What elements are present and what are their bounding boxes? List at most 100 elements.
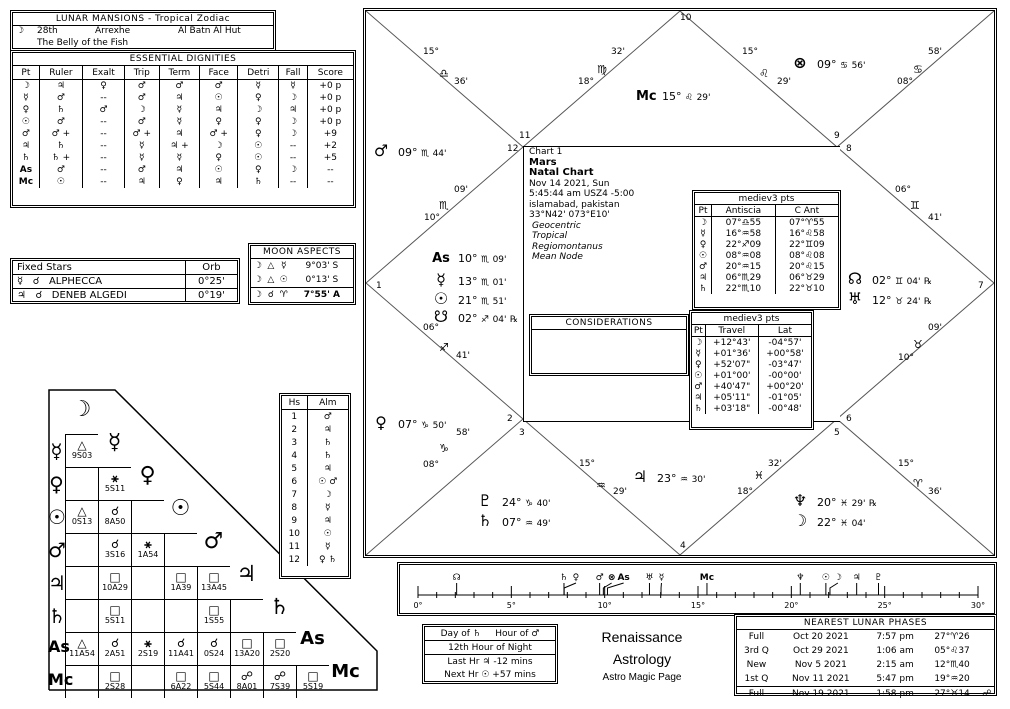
retrograde-icon: ℞	[869, 499, 878, 509]
planet-position-mercury[interactable]: ☿13° ♏ 01'	[432, 270, 506, 289]
planet-position-pluto[interactable]: ♇24° ♑ 40'	[476, 491, 551, 510]
aspect-orb: 2A51	[104, 649, 126, 658]
cusp-sign-icon: ♑	[439, 442, 449, 455]
moon-aspect-orb: 9°03' S	[305, 261, 339, 271]
fixed-star-cell: ♃ ☌ DENEB ALGEDI	[13, 289, 185, 303]
dignities-cell: ♀	[237, 92, 279, 104]
ruler-marker-line	[563, 582, 577, 595]
next-hour-label: Next Hr	[444, 669, 479, 680]
dignities-cell: ☿	[158, 152, 200, 164]
cusp-sign-icon: ♏	[439, 199, 449, 212]
planet-position-venus[interactable]: ♀07° ♑ 50'	[372, 413, 446, 432]
lunar-phase-cell	[980, 672, 994, 687]
planet-position-saturn[interactable]: ♄07° ♒ 49'	[476, 511, 551, 530]
aspect-grid-frame	[48, 389, 378, 691]
ruler-marker-icon: ☽	[834, 573, 842, 583]
house-number: 6	[282, 475, 308, 488]
planet-position-southnode[interactable]: ☋02° ♐ 04' ℞	[432, 307, 518, 326]
mansion-arabic-name: Al Batn Al Hut	[178, 26, 241, 36]
antiscia-cell: 20°♌15	[774, 261, 838, 272]
antiscia-cell: ☿	[700, 228, 706, 239]
house-row: 12♀ ♄	[282, 553, 348, 566]
travel-row: ♀+52'07"-03°47'	[692, 359, 811, 370]
dignities-header-cell: Detri	[237, 66, 279, 80]
dignities-cell: ♄	[38, 104, 83, 116]
dignities-cell: ☿	[123, 140, 160, 152]
planet-degree: 07°	[502, 516, 522, 529]
dignities-row: ☉♂--♂☿♀♀☽+0 p	[13, 116, 353, 128]
dignities-cell: +9	[306, 128, 353, 140]
travel-cell: +00°58'	[757, 348, 811, 359]
aspect-grid-cell: ⚹1A54	[131, 533, 164, 566]
southnode-icon: ☋	[433, 307, 449, 326]
aspect-glyph-icon: ⚹	[144, 636, 152, 650]
considerations-panel: CONSIDERATIONS	[529, 314, 689, 376]
house-almuten: ♄	[323, 450, 332, 461]
aspect-grid-cell	[65, 665, 98, 698]
planet-position-jupiter[interactable]: ♃23° ♒ 30'	[631, 467, 706, 486]
planet-sign-icon: ♊	[895, 277, 904, 287]
aspect-orb: 8A50	[104, 517, 126, 526]
aspect-glyph-icon: □	[307, 669, 319, 683]
moon-aspect-p1: ☽	[253, 275, 262, 285]
dignities-cell: +0 p	[306, 92, 353, 104]
planet-position-neptune[interactable]: ♆20° ♓ 29' ℞	[791, 491, 877, 510]
dignities-cell: As	[19, 165, 33, 175]
planet-position-mars[interactable]: ♂09° ♏ 44'	[372, 141, 447, 160]
aspect-glyph-icon: ⚹	[144, 537, 152, 551]
aspect-orb: 5S44	[203, 682, 225, 691]
lunar-phase-cell: Nov 11 2021	[792, 674, 850, 684]
cusp-minutes: 41'	[928, 213, 942, 223]
aspect-grid-cell: □1S55	[197, 599, 230, 632]
travel-row: ☽+12°43'-04°57'	[692, 336, 811, 348]
planet-position-uranus[interactable]: ♅12° ♉ 24' ℞	[846, 289, 932, 308]
chart-place: islamabad, pakistan	[529, 199, 620, 210]
house-row: 11☿	[282, 540, 348, 553]
planet-position-fortune[interactable]: ⊗09° ♋ 56'	[791, 53, 865, 72]
planet-position-moon[interactable]: ☽22° ♓ 04'	[791, 511, 866, 530]
dignities-cell: ♃	[278, 104, 308, 116]
antiscia-cell: ☽	[698, 217, 708, 228]
dignities-row: ☿♂--♂♃☉♀☽+0 p	[13, 92, 353, 104]
dignities-header-cell: Term	[158, 66, 200, 80]
travel-cell: ♀	[695, 359, 702, 370]
dignities-cell: --	[278, 140, 308, 152]
brand-line-2[interactable]: Astrology	[612, 651, 672, 667]
antiscia-cell: 16°♒58	[711, 228, 776, 239]
sun-icon: ☉	[433, 289, 449, 308]
dignities-cell: ♂	[21, 129, 30, 139]
planet-degree: 21°	[458, 294, 478, 307]
moon-aspect-row: ☽☌♈7°55' A	[251, 287, 353, 302]
cusp-minutes: 41'	[456, 351, 470, 361]
house-number: 1	[282, 409, 308, 423]
planet-minutes: 24'	[906, 297, 921, 307]
cusp-degree: 18°	[578, 77, 594, 87]
brand-line-1[interactable]: Renaissance	[601, 629, 683, 645]
antiscia-header-cell: Pt	[695, 204, 712, 217]
cusp-sign-icon: ♊	[910, 199, 920, 212]
cusp-degree: 06°	[895, 185, 911, 195]
cusp-degree: 10°	[898, 353, 914, 363]
aspect-grid-cell: □5S19	[296, 665, 329, 698]
cusp-degree: 15°	[898, 459, 914, 469]
dignities-header-cell: Score	[306, 66, 353, 80]
antiscia-cell: 08°♒08	[711, 250, 776, 261]
cusp-minutes: 29'	[613, 487, 627, 497]
planet-position-northnode[interactable]: ☊02° ♊ 04' ℞	[846, 269, 932, 288]
aspect-orb: 10A29	[102, 583, 128, 592]
retrograde-icon: ℞	[924, 297, 933, 307]
moon-aspect-p2: ☉	[279, 275, 288, 285]
planet-position-sun[interactable]: ☉21° ♏ 51'	[432, 289, 507, 308]
dignities-cell: ☽	[278, 92, 308, 104]
brand-subtitle[interactable]: Astro Magic Page	[602, 672, 682, 683]
travel-cell: +01°00'	[704, 370, 759, 381]
cusp-minutes: 36'	[454, 77, 468, 87]
antiscia-header-cell: C Ant	[774, 204, 838, 217]
dignities-cell: ♀	[158, 176, 200, 188]
aspect-grid-cell: □13A20	[230, 632, 263, 665]
cusp-sign-icon: ♎	[439, 67, 449, 80]
moon-aspects-panel: MOON ASPECTS ☽△☿9°03' S☽△☉0°13' S☽☌♈7°55…	[248, 243, 356, 305]
